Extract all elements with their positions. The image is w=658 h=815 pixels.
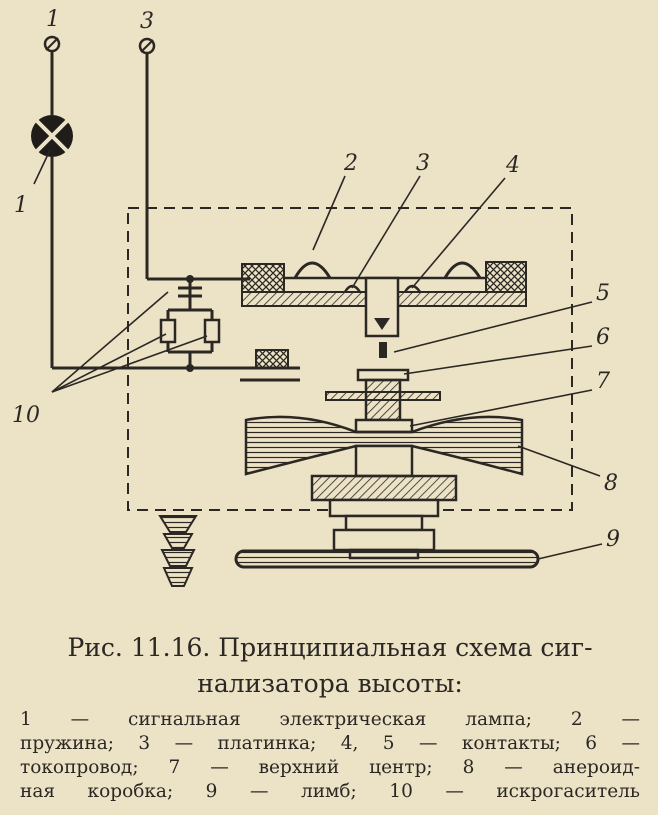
- caption-line-2: нализатора высоты:: [197, 669, 463, 698]
- schematic-diagram: 1 3 1 2 3 4 5 6 7 8 9 10: [12, 7, 620, 587]
- ground-symbol: [158, 515, 198, 587]
- label-lamp: 1: [14, 193, 28, 218]
- legend-line-2: пружина; 3 — платинка; 4, 5 — контакты; …: [20, 733, 640, 754]
- terminal-1: [43, 35, 61, 53]
- label-conductor: 6: [596, 325, 610, 350]
- label-spring: 2: [343, 151, 358, 176]
- base-stack: [310, 474, 458, 560]
- label-contact-5: 5: [596, 281, 610, 306]
- figure-legend: 1 — сигнальная электрическая лампа; 2 — …: [20, 708, 640, 804]
- insulator-pad: [255, 349, 289, 369]
- contact-plate: [241, 261, 527, 338]
- label-terminal-3: 3: [140, 9, 154, 34]
- contact-assembly: [325, 342, 441, 434]
- housing-outline: [127, 207, 573, 511]
- leader-lines: [33, 149, 603, 560]
- legend-line-1: 1 — сигнальная электрическая лампа; 2 —: [20, 709, 640, 730]
- label-upper-center: 7: [596, 369, 610, 394]
- terminal-3: [138, 37, 156, 55]
- limb-dial: [234, 549, 540, 569]
- figure-caption: Рис. 11.16. Принципиальная схема сиг- на…: [20, 630, 640, 702]
- lamp-icon: [31, 115, 73, 157]
- legend-line-3: токопровод; 7 — верхний центр; 8 — анеро…: [20, 757, 640, 778]
- label-terminal-1: 1: [46, 7, 60, 32]
- label-aneroid-box: 8: [604, 471, 618, 496]
- label-contact-4: 4: [505, 153, 520, 178]
- label-spark-arrester: 10: [12, 403, 40, 428]
- caption-line-1: Рис. 11.16. Принципиальная схема сиг-: [67, 633, 593, 662]
- label-plate: 3: [416, 151, 430, 176]
- label-limb: 9: [606, 527, 620, 552]
- spark-arrester: [159, 275, 221, 372]
- legend-line-4: ная коробка; 9 — лимб; 10 — искрогасител…: [20, 781, 640, 802]
